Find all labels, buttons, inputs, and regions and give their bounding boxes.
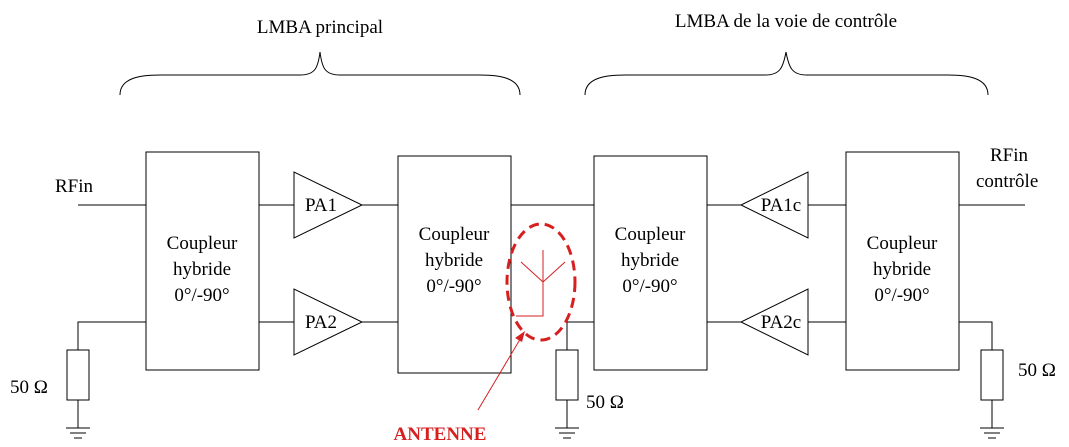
load-label-middle: 50 Ω: [586, 392, 624, 413]
header-lmba-principal: LMBA principal: [257, 17, 383, 38]
coupler-4-line1: Coupleur: [867, 233, 938, 254]
rfin-controle-label-line1: RFin: [990, 145, 1029, 166]
coupler-2: [397, 155, 512, 374]
pa2c-amplifier: [739, 288, 809, 356]
coupler-2-line1: Coupleur: [419, 224, 490, 245]
pa1-amplifier: [293, 171, 364, 239]
antenna-icon: [505, 222, 577, 342]
coupler-3-line1: Coupleur: [615, 224, 686, 245]
brace-left: [119, 51, 521, 96]
load-resistor-right: [980, 349, 1004, 401]
coupler-3-line3: 0°/-90°: [622, 276, 677, 297]
ground-symbol-right: [980, 427, 1004, 439]
load-label-left: 50 Ω: [10, 377, 48, 398]
pa2c-label: PA2c: [761, 312, 801, 333]
pa2-amplifier: [293, 288, 364, 356]
pa1c-amplifier: [739, 171, 809, 239]
coupler-2-line2: hybride: [425, 250, 483, 271]
brace-right: [584, 51, 989, 96]
coupler-4-line3: 0°/-90°: [874, 285, 929, 306]
load-resistor-left: [66, 349, 90, 401]
coupler-3: [593, 155, 708, 371]
coupler-4: [845, 151, 960, 371]
coupler-1-line1: Coupleur: [167, 233, 238, 254]
coupler-4-line2: hybride: [873, 259, 931, 280]
pa1c-label: PA1c: [761, 195, 801, 216]
pa2-label: PA2: [305, 312, 337, 333]
rfin-controle-label-line2: contrôle: [976, 171, 1038, 192]
antenna-arrow: [477, 331, 525, 411]
coupler-1: [145, 151, 260, 371]
header-lmba-controle: LMBA de la voie de contrôle: [675, 11, 897, 32]
load-label-right: 50 Ω: [1018, 360, 1056, 381]
ground-symbol-middle: [555, 427, 579, 439]
wires: [77, 204, 1025, 428]
coupler-1-line3: 0°/-90°: [174, 285, 229, 306]
coupler-1-line2: hybride: [173, 259, 231, 280]
ground-symbol-left: [66, 427, 90, 439]
load-resistor-middle: [555, 349, 579, 401]
coupler-3-line2: hybride: [621, 250, 679, 271]
pa1-label: PA1: [305, 195, 337, 216]
coupler-2-line3: 0°/-90°: [426, 276, 481, 297]
antenna-label: ANTENNE: [394, 424, 487, 445]
rfin-label: RFin: [55, 176, 94, 197]
